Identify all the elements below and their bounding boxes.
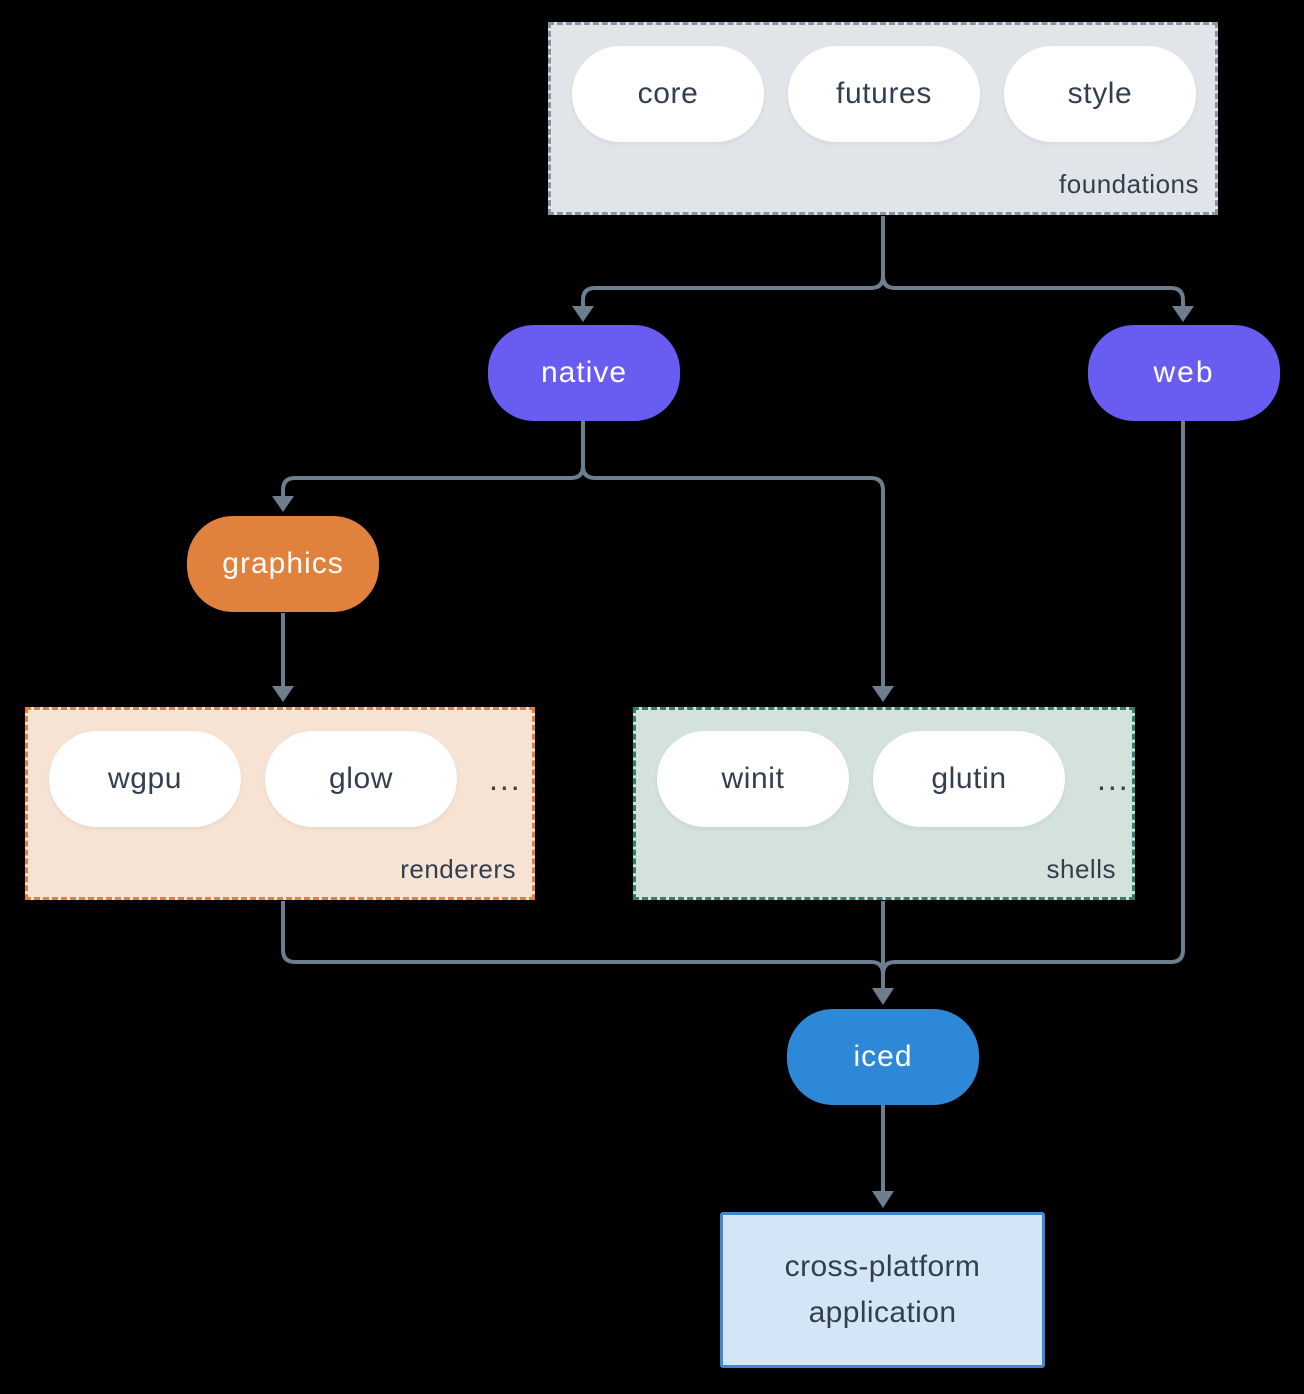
group-foundations: core futures style foundations [548,22,1218,215]
arrowhead-shells [872,686,894,702]
pill-style: style [1004,46,1196,142]
arrowhead-renderers [272,686,294,702]
pill-wgpu: wgpu [49,731,241,827]
node-graphics: graphics [187,516,379,612]
edge-native-shells [581,421,885,687]
shells-pill-row: winit glutin ... [636,710,1132,827]
arrowhead-application [872,1191,894,1208]
pill-core: core [572,46,764,142]
foundations-pill-row: core futures style [551,25,1215,142]
node-native: native [488,325,680,421]
edge-renderers-iced [281,901,885,975]
edge-native-graphics [281,421,585,498]
pill-glow: glow [265,731,457,827]
pill-winit: winit [657,731,849,827]
renderers-ellipsis: ... [489,760,522,797]
group-shells-label: shells [1046,854,1116,884]
pill-futures: futures [788,46,980,142]
group-foundations-label: foundations [1059,169,1199,199]
arrowhead-native [572,306,594,322]
renderers-pill-row: wgpu glow ... [28,710,532,827]
group-shells: winit glutin ... shells [633,707,1135,900]
arrowhead-iced [872,988,894,1005]
pill-glutin: glutin [873,731,1065,827]
shells-ellipsis: ... [1097,760,1130,797]
arrowhead-web [1172,306,1194,322]
arrowhead-graphics [272,496,294,512]
edge-foundations-web [881,216,1185,308]
node-cross-platform-application: cross-platform application [720,1212,1045,1368]
group-renderers: wgpu glow ... renderers [25,707,535,900]
edge-foundations-native [581,216,885,308]
group-renderers-label: renderers [400,854,516,884]
node-web: web [1088,325,1280,421]
node-iced: iced [787,1009,979,1105]
